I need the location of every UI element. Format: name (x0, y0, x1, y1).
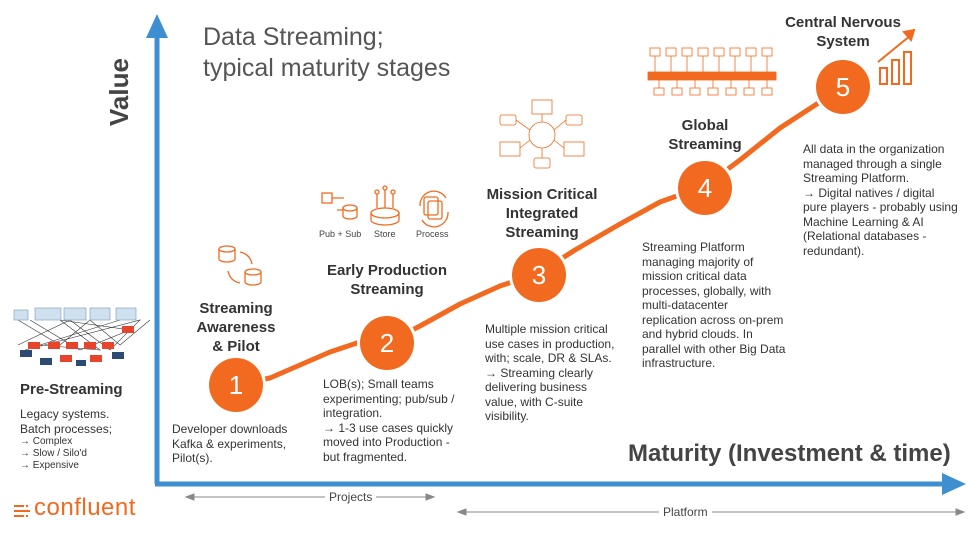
stage-4-desc-line: managing majority of (642, 254, 754, 269)
pre-streaming-title: Pre-Streaming (20, 381, 123, 398)
stage-2-desc-line: experimenting; pub/sub / (323, 391, 455, 406)
stage-1-circle: 1 (209, 358, 263, 412)
pub-sub-icon (321, 192, 358, 220)
stage-5-desc-line: Streaming Platform. (803, 171, 910, 185)
pre-streaming-line: Legacy systems. (20, 407, 110, 421)
stage-2-title-line: Early Production (326, 262, 448, 279)
stage-1-title-line: Streaming (199, 300, 273, 317)
stage-3-desc-line: with; scale, DR & SLAs. (485, 351, 612, 365)
process-caption: Process (416, 229, 449, 239)
stage-1-desc-line: Kafka & experiments, (172, 436, 287, 451)
stage-5-title: Central Nervous System (778, 13, 908, 51)
stage-5-desc-line: Machine Learning & AI (803, 214, 924, 229)
stage-4-desc-line: mission critical data (642, 269, 747, 283)
stage-5-description: All data in the organization managed thr… (803, 142, 958, 258)
stage-3-desc-line: visibility. (485, 409, 529, 423)
stage-3-circle: 3 (512, 248, 566, 302)
pre-streaming-bullet: → Complex (20, 436, 73, 447)
stage-4-desc-line: Streaming Platform (642, 240, 745, 254)
stage-3-title-line: Mission Critical (486, 186, 598, 203)
pre-streaming-line: Batch processes; (20, 421, 113, 436)
stage-5-desc-line: managed through a single (803, 156, 942, 171)
platform-label: Platform (659, 505, 712, 519)
stage-1-desc-line: Developer downloads (172, 422, 288, 436)
y-axis-label: Value (104, 58, 134, 126)
stage-4-circle: 4 (678, 161, 732, 215)
stage-2-desc-line: → 1-3 use cases quickly (323, 420, 454, 435)
stage-3-desc-line: → Streaming clearly (485, 365, 594, 380)
pre-streaming-description: Legacy systems. Batch processes; → Compl… (20, 407, 112, 472)
stage-4-title-line: Global (681, 117, 729, 134)
store-caption: Store (374, 229, 396, 239)
x-axis-label: Maturity (Investment & time) (628, 440, 951, 467)
title-line-1: Data Streaming; (203, 23, 384, 51)
stage-4-desc-line: and hybrid clouds. In (642, 327, 753, 341)
global-streaming-diagram (647, 47, 777, 96)
pre-streaming-bullet: → Expensive (20, 460, 79, 471)
diagram-title: Data Streaming; typical maturity stages (203, 22, 450, 84)
stage-5-desc-line: All data in the organization (803, 142, 945, 156)
stage-4-desc-line: infrastructure. (642, 356, 716, 370)
stage-1-desc-line: Pilot(s). (172, 451, 213, 465)
store-icon (370, 185, 400, 226)
stage-1-description: Developer downloads Kafka & experiments,… (172, 422, 287, 466)
stage-5-desc-line: → Digital natives / digital (803, 185, 935, 200)
stage-4-desc-line: parallel with other Big Data (642, 341, 786, 356)
stage-4-desc-line: multi-datacenter (642, 298, 729, 312)
stage-3-desc-line: use cases in production, (485, 336, 615, 351)
stage-3-desc-line: Multiple mission critical (485, 322, 608, 336)
stage-3-title: Mission Critical Integrated Streaming (480, 185, 604, 242)
stage-3-desc-line: value, with C-suite (485, 394, 584, 409)
stage-4-desc-line: processes, globally, with (642, 283, 772, 298)
pub-sub-caption: Pub + Sub (319, 229, 362, 239)
stage-1-title-line: Awareness (196, 319, 276, 336)
confluent-logo: confluent (34, 494, 136, 521)
stage-2-desc-line: but fragmented. (323, 449, 408, 464)
stage-2-title-line: Streaming (350, 281, 424, 298)
stage-4-desc-line: replication across on-prem (642, 312, 784, 327)
stage-1-title: Streaming Awareness & Pilot (186, 299, 286, 356)
database-sync-icon (218, 245, 262, 286)
legacy-systems-diagram (13, 307, 151, 366)
stage-5-circle: 5 (816, 60, 870, 114)
stage-1-title-line: & Pilot (212, 338, 260, 355)
stage-3-title-line: Integrated (505, 205, 579, 222)
stage-3-desc-line: delivering business (485, 380, 588, 394)
title-line-2: typical maturity stages (203, 54, 451, 82)
stage-2-desc-line: integration. (323, 406, 383, 420)
confluent-logo-mark (14, 504, 30, 518)
growth-chart-icon (877, 28, 916, 85)
pre-streaming-bullet: → Slow / Silo'd (20, 448, 87, 459)
stage-2-description: LOB(s); Small teams experimenting; pub/s… (323, 377, 454, 464)
stage-4-description: Streaming Platform managing majority of … (642, 240, 785, 371)
stage-4-title-line: Streaming (668, 136, 742, 153)
y-axis-arrowhead (146, 14, 168, 38)
stage-5-desc-line: pure players - probably using (803, 200, 958, 214)
stage-5-title-line: Central Nervous (785, 14, 901, 31)
stage-2-circle: 2 (360, 316, 414, 370)
mission-critical-diagram (499, 99, 585, 169)
stage-4-title: Global Streaming (655, 116, 755, 154)
process-icon (419, 190, 449, 228)
stage-5-title-line: System (816, 33, 870, 50)
stage-2-title: Early Production Streaming (320, 261, 454, 299)
stage-3-description: Multiple mission critical use cases in p… (485, 322, 614, 424)
stage-2-desc-line: LOB(s); Small teams (323, 377, 434, 391)
stage-5-desc-line: redundant). (803, 243, 865, 258)
projects-range-arrow (184, 493, 436, 501)
x-axis-arrowhead (942, 473, 966, 495)
stage-3-title-line: Streaming (505, 224, 579, 241)
projects-label: Projects (325, 490, 377, 504)
stage-2-desc-line: moved into Production - (323, 435, 450, 449)
stage-5-desc-line: (Relational databases - (803, 229, 927, 243)
